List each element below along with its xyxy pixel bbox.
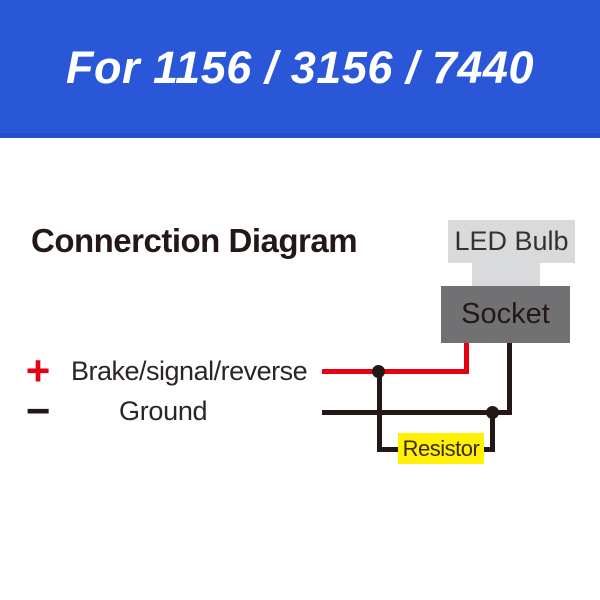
junction-dot-positive bbox=[372, 365, 385, 378]
resistor-tap-left-vertical bbox=[377, 371, 382, 452]
bulb-neck bbox=[472, 262, 540, 288]
socket-label: Socket bbox=[461, 298, 550, 330]
positive-wire-vertical bbox=[464, 343, 469, 374]
led-bulb-label: LED Bulb bbox=[454, 226, 569, 256]
resistor-label: Resistor bbox=[402, 435, 480, 461]
socket-box: Socket bbox=[441, 286, 570, 343]
resistor-tap-left-horizontal bbox=[377, 447, 401, 452]
positive-wire-horizontal bbox=[322, 369, 469, 374]
resistor-box: Resistor bbox=[398, 433, 484, 464]
resistor-tap-right-vertical bbox=[490, 412, 495, 452]
connection-diagram-heading: Connerction Diagram bbox=[31, 222, 358, 259]
led-bulb-box: LED Bulb bbox=[448, 220, 575, 263]
negative-terminal-label: Ground bbox=[119, 396, 208, 426]
positive-terminal-label: Brake/signal/reverse bbox=[71, 356, 308, 386]
ground-wire-horizontal bbox=[322, 410, 512, 415]
resistor-tap-right-horizontal bbox=[481, 447, 495, 452]
junction-dot-ground bbox=[486, 406, 499, 419]
banner-title: For 1156 / 3156 / 7440 bbox=[66, 41, 534, 93]
banner: For 1156 / 3156 / 7440 bbox=[0, 0, 600, 138]
socket-ground-pin-vertical bbox=[507, 343, 512, 415]
minus-icon: − bbox=[25, 387, 51, 434]
plus-icon: + bbox=[25, 347, 51, 394]
